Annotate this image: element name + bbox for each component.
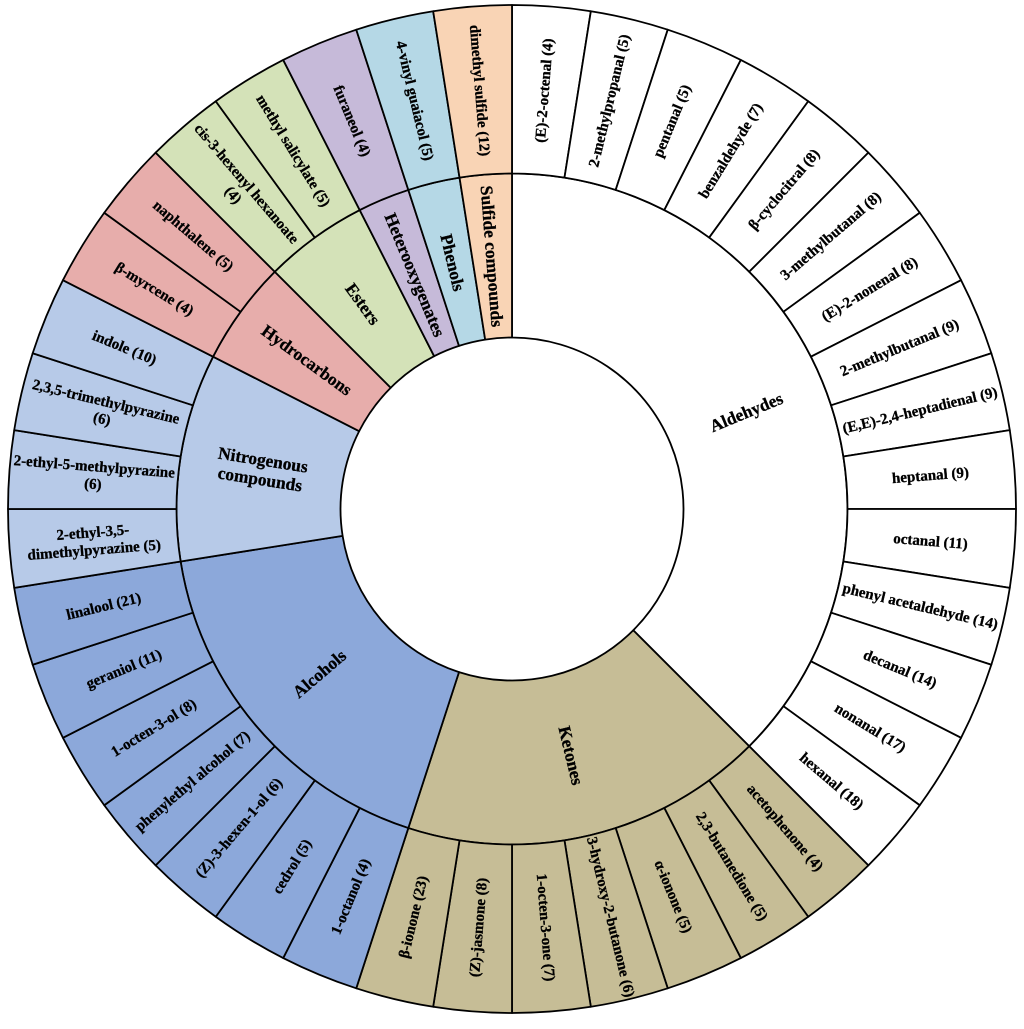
svg-text:2-ethyl-3,5-: 2-ethyl-3,5- <box>56 522 130 544</box>
svg-text:octanal (11): octanal (11) <box>893 531 969 553</box>
svg-text:heptanal (9): heptanal (9) <box>891 465 969 487</box>
svg-text:(6): (6) <box>91 410 112 430</box>
svg-text:(6): (6) <box>83 476 102 493</box>
